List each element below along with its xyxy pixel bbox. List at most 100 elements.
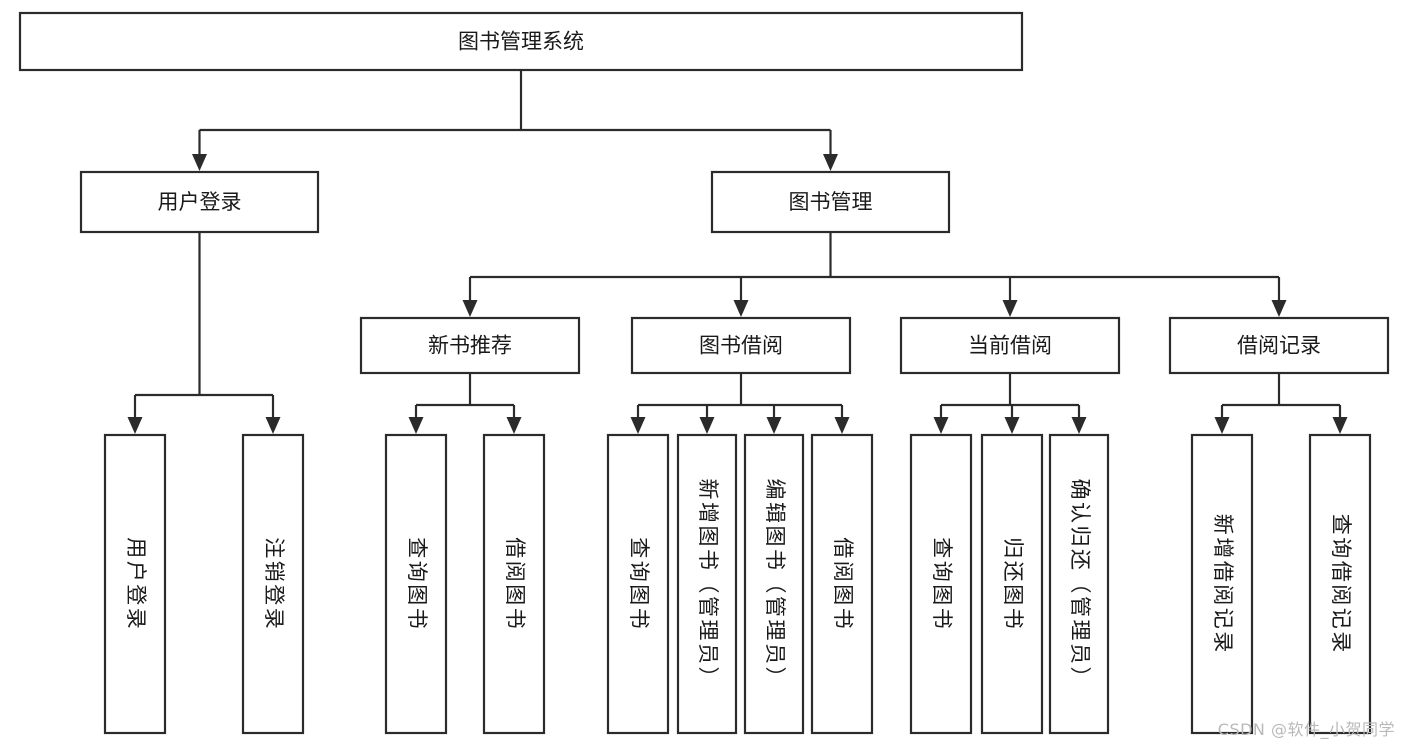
- node-box: [710, 170, 951, 234]
- node-label-char: 编: [763, 479, 787, 502]
- node-box: [241, 433, 305, 735]
- connector-lines: [127, 70, 1348, 434]
- node-label-char: 询: [627, 561, 651, 584]
- node-label-char: 录: [124, 608, 148, 631]
- node-label-char: ）: [1068, 667, 1092, 690]
- node-leaf-user-login: 用户登录: [103, 433, 167, 735]
- node-box: [1048, 433, 1110, 735]
- node-label-char: 新: [1211, 514, 1235, 537]
- node-label-char: 认: [1068, 502, 1092, 525]
- arrow-head-icon: [933, 417, 949, 434]
- node-label: 新书推荐: [428, 334, 512, 358]
- node-box: [743, 433, 805, 735]
- node-box: [810, 433, 874, 735]
- node-label-char: 书: [627, 608, 651, 631]
- node-label-char: 询: [930, 561, 954, 584]
- node-current-borrow: 当前借阅: [899, 316, 1121, 375]
- node-label-char: 辑: [763, 502, 787, 525]
- node-label-char: 管: [763, 596, 787, 619]
- node-label-char: 理: [763, 620, 787, 643]
- node-label-char: 户: [124, 561, 148, 584]
- node-label-char: 查: [405, 537, 429, 560]
- node-box: [980, 433, 1044, 735]
- node-label: 当前借阅: [968, 334, 1052, 358]
- node-label-char: 确: [1068, 479, 1092, 502]
- node-label-char: 归: [1001, 537, 1025, 560]
- node-root: 图书管理系统: [18, 11, 1024, 72]
- arrow-head-icon: [630, 417, 646, 434]
- arrow-head-icon: [462, 300, 478, 317]
- node-label: 图书管理系统: [458, 30, 584, 54]
- node-label-char: 查: [627, 537, 651, 560]
- node-label-char: 阅: [503, 561, 527, 584]
- node-label-char: （: [696, 573, 720, 596]
- node-label-char: 书: [1001, 608, 1025, 631]
- node-label-char: 图: [763, 526, 787, 549]
- node-label-char: 理: [696, 620, 720, 643]
- node-box: [899, 316, 1121, 375]
- arrow-head-icon: [192, 154, 207, 171]
- node-label-char: 借: [503, 537, 527, 560]
- node-label-char: （: [763, 573, 787, 596]
- node-label-char: 新: [696, 479, 720, 502]
- node-label-char: 书: [831, 608, 855, 631]
- node-label-char: 图: [503, 584, 527, 607]
- node-label-char: 录: [262, 608, 286, 631]
- arrow-head-icon: [265, 417, 281, 434]
- node-boxes: 图书管理系统用户登录图书管理新书推荐图书借阅当前借阅借阅记录用户登录注销登录查询…: [18, 11, 1390, 735]
- node-label-char: 阅: [1329, 584, 1353, 607]
- arrow-head-icon: [1002, 300, 1018, 317]
- node-label-char: 增: [696, 502, 720, 525]
- node-new-book-rec: 新书推荐: [359, 316, 581, 375]
- node-label-char: 记: [1211, 608, 1235, 631]
- node-label-char: 员: [1068, 643, 1092, 666]
- node-label-char: 书: [930, 608, 954, 631]
- node-label: 借阅记录: [1237, 334, 1321, 358]
- node-book-manage: 图书管理: [710, 170, 951, 234]
- node-box: [482, 433, 546, 735]
- arrow-head-icon: [408, 417, 424, 434]
- node-label-char: 记: [1329, 608, 1353, 631]
- node-box: [1308, 433, 1372, 735]
- arrow-head-icon: [1004, 417, 1020, 434]
- node-box: [359, 316, 581, 375]
- node-box: [1168, 316, 1390, 375]
- node-label-char: 还: [1001, 561, 1025, 584]
- node-label-char: 管: [696, 596, 720, 619]
- node-label-char: 注: [262, 537, 286, 560]
- node-book-borrow: 图书借阅: [630, 316, 852, 375]
- node-label-char: 归: [1068, 526, 1092, 549]
- node-label-char: 理: [1068, 620, 1092, 643]
- node-box: [909, 433, 973, 735]
- arrow-head-icon: [1332, 417, 1348, 434]
- node-label-char: 员: [763, 643, 787, 666]
- node-label-char: 图: [627, 584, 651, 607]
- node-label-char: （: [1068, 573, 1092, 596]
- node-label-char: 书: [696, 549, 720, 572]
- node-label-char: 图: [1001, 584, 1025, 607]
- node-label-char: 查: [1329, 514, 1353, 537]
- node-label-char: 查: [930, 537, 954, 560]
- arrow-head-icon: [1214, 417, 1230, 434]
- arrow-head-icon: [699, 417, 715, 434]
- node-box: [103, 433, 167, 735]
- arrow-head-icon: [766, 417, 782, 434]
- node-label-char: 书: [763, 549, 787, 572]
- arrow-head-icon: [1271, 300, 1287, 317]
- node-box: [1190, 433, 1254, 735]
- node-box: [79, 170, 320, 234]
- node-label-char: 图: [831, 584, 855, 607]
- node-box: [18, 11, 1024, 72]
- node-label: 图书管理: [789, 190, 873, 214]
- node-label-char: 借: [1211, 561, 1235, 584]
- node-label-char: 录: [1329, 631, 1353, 654]
- node-label-char: 管: [1068, 596, 1092, 619]
